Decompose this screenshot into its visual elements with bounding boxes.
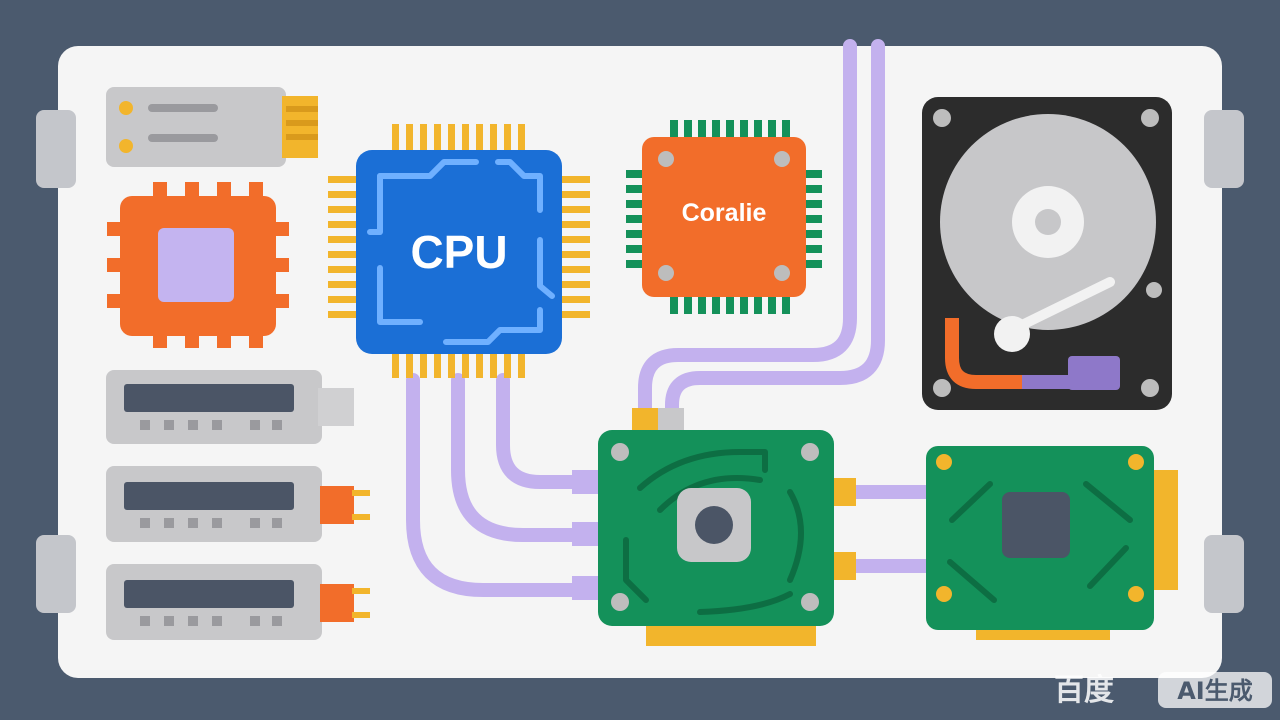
- chip-pin: [448, 352, 455, 378]
- chip-pin: [328, 176, 358, 183]
- drive-bay-icon: [106, 466, 370, 542]
- chip-pin: [462, 124, 469, 152]
- chip-pin: [328, 191, 358, 198]
- chip-pin: [560, 296, 590, 303]
- chip-pin: [560, 311, 590, 318]
- chip-pin: [804, 260, 822, 268]
- chip-pin: [782, 120, 790, 140]
- chip-pin: [626, 170, 644, 178]
- chip-pin: [476, 352, 483, 378]
- chip-pin: [328, 311, 358, 318]
- chip-pin: [626, 200, 644, 208]
- chip-pin: [626, 245, 644, 253]
- chip-pin: [392, 124, 399, 152]
- chip-pin: [626, 215, 644, 223]
- chip-pin: [782, 294, 790, 314]
- cables: [406, 39, 935, 597]
- chip-pin: [328, 296, 358, 303]
- chip-pin: [328, 236, 358, 243]
- chip-pin: [698, 120, 706, 140]
- chip-pin: [560, 206, 590, 213]
- chip-pin: [560, 236, 590, 243]
- chip-pin: [726, 294, 734, 314]
- chip-pin: [490, 124, 497, 152]
- chip-pin: [420, 124, 427, 152]
- chip-pin: [406, 124, 413, 152]
- chip-pin: [328, 221, 358, 228]
- chip-pin: [626, 185, 644, 193]
- chip-pin: [518, 352, 525, 378]
- chip-pin: [476, 124, 483, 152]
- chip-pin: [328, 281, 358, 288]
- chip-pin: [768, 294, 776, 314]
- case-clips: [36, 110, 1244, 613]
- chip-pin: [804, 170, 822, 178]
- drive-actuator: [994, 316, 1030, 352]
- chip-pin: [754, 294, 762, 314]
- chip-pin: [740, 294, 748, 314]
- cpu-label: CPU: [410, 226, 507, 278]
- watermark-badge: AI生成: [1177, 677, 1253, 705]
- chip-pin: [804, 185, 822, 193]
- chip-pin: [712, 120, 720, 140]
- chip-pin: [804, 230, 822, 238]
- cpu-chip-icon: CPU: [328, 124, 590, 378]
- chip-pin: [328, 251, 358, 258]
- chip-pin: [560, 176, 590, 183]
- coralie-label: Coralie: [682, 199, 767, 227]
- motherboard-icon: [572, 408, 856, 646]
- watermark-brand: 百度: [1054, 673, 1114, 708]
- chip-pin: [670, 294, 678, 314]
- chip-pin: [420, 352, 427, 378]
- chip-pin: [754, 120, 762, 140]
- chip-pin: [560, 191, 590, 198]
- chip-pin: [406, 352, 413, 378]
- watermark: 百度 AI生成: [1054, 672, 1272, 708]
- chip-pin: [626, 260, 644, 268]
- chip-pin: [804, 200, 822, 208]
- chip-pin: [684, 294, 692, 314]
- chip-pin: [670, 120, 678, 140]
- chip-pin: [560, 221, 590, 228]
- chip-pin: [448, 124, 455, 152]
- chip-pin: [684, 120, 692, 140]
- chip-pin: [504, 124, 511, 152]
- chip-pin: [804, 245, 822, 253]
- orange-chip-icon: [107, 182, 289, 348]
- chip-pin: [560, 266, 590, 273]
- chip-pin: [328, 206, 358, 213]
- chip-pin: [392, 352, 399, 378]
- chip-pin: [462, 352, 469, 378]
- chip-pin: [626, 230, 644, 238]
- chip-pin: [490, 352, 497, 378]
- chip-pin: [504, 352, 511, 378]
- chip-pin: [560, 251, 590, 258]
- chip-pin: [560, 281, 590, 288]
- chip-pin: [518, 124, 525, 152]
- chip-pin: [712, 294, 720, 314]
- chip-pin: [726, 120, 734, 140]
- drive-bay-icon: [106, 370, 354, 444]
- chip-pin: [740, 120, 748, 140]
- chip-pin: [698, 294, 706, 314]
- hard-drive-icon: [922, 97, 1172, 410]
- chip-pin: [328, 266, 358, 273]
- chip-pin: [768, 120, 776, 140]
- chip-pin: [434, 124, 441, 152]
- drive-bay-icon: [106, 564, 370, 640]
- ram-stick-icon: [106, 87, 318, 167]
- chip-pin: [434, 352, 441, 378]
- chip-pin: [804, 215, 822, 223]
- expansion-card-icon: [926, 446, 1178, 640]
- coralie-chip-icon: Coralie: [626, 120, 822, 314]
